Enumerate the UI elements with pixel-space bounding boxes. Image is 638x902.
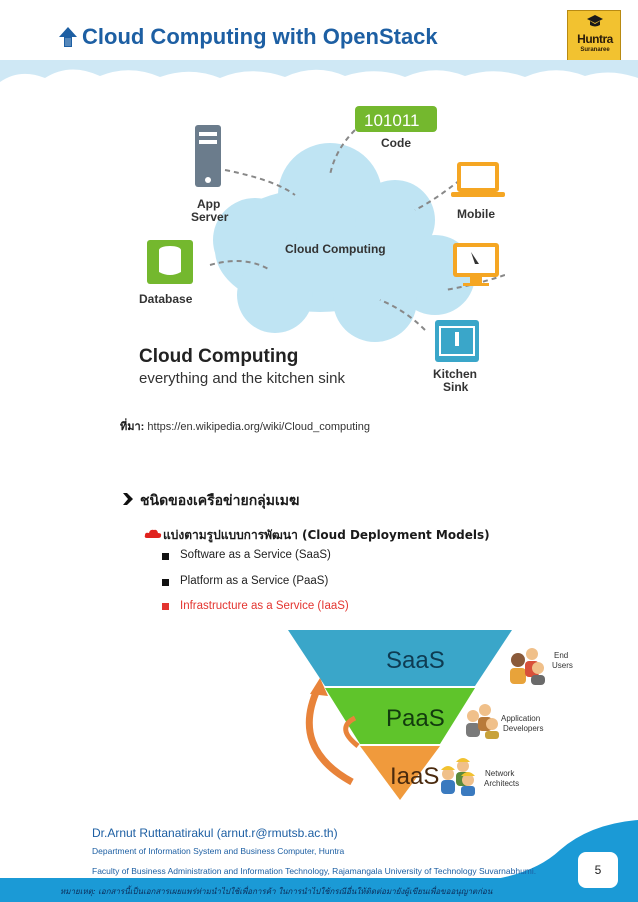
service-model-pyramid: SaaS PaaS IaaS End Users Application Dev… [288, 630, 573, 800]
logo-wordmark: Huntra [577, 32, 613, 46]
footer-author: Dr.Arnut Ruttanatirakul (arnut.r@rmutsb.… [92, 826, 338, 840]
cloud-up-arrow-icon [59, 27, 77, 47]
database-connector [209, 260, 271, 271]
graduation-cap-icon [587, 15, 603, 27]
diagram-caption-subtitle: everything and the kitchen sink [139, 370, 345, 387]
bullet-square [162, 579, 169, 586]
growth-arrow-outer [305, 686, 354, 786]
mobile-label: Mobile [457, 207, 495, 221]
red-cloud-bullet-icon [144, 529, 162, 538]
list-item-paas: Platform as a Service (PaaS) [180, 575, 329, 587]
developers-label-1: Application [501, 714, 540, 723]
list-item-iaas: Infrastructure as a Service (IaaS) [180, 600, 349, 612]
network-architects-label-1: Network [485, 769, 515, 778]
diagram-caption-title: Cloud Computing [139, 346, 298, 367]
cloud-computing-diagram: Cloud Computing App Server 101011 Code M… [139, 106, 505, 394]
paas-layer [325, 688, 475, 744]
logo-subtitle: Suranaree [580, 47, 610, 53]
footer-note: หมายเหตุ: เอกสารนี้เป็นเอกสารเผยแพร่ห่าม… [60, 887, 493, 896]
cloud-shape [213, 143, 475, 342]
paas-layer-label: PaaS [386, 705, 445, 732]
end-users-people-icon [510, 648, 545, 685]
list-item-saas: Software as a Service (SaaS) [180, 549, 331, 561]
app-server-label-2: Server [191, 210, 229, 224]
footer-faculty: Faculty of Business Administration and I… [92, 866, 537, 876]
app-server-label-1: App [197, 197, 220, 211]
page-title: Cloud Computing with OpenStack [82, 24, 438, 49]
code-connector [329, 129, 356, 176]
footer-department: Department of Information System and Bus… [92, 846, 345, 856]
section-heading: ชนิดของเครือข่ายกลุ่มเมฆ [140, 493, 300, 509]
huntra-logo: Huntra Suranaree [567, 10, 621, 62]
cloud-band-decoration [0, 60, 638, 98]
developers-people-icon [466, 704, 499, 739]
end-users-label-1: End [554, 651, 568, 660]
kitchen-label-2: Sink [443, 380, 469, 394]
code-badge-text: 101011 [364, 111, 419, 130]
saas-layer-label: SaaS [386, 647, 445, 674]
code-badge: 101011 [355, 106, 437, 132]
arrow-right-bullet-icon [123, 493, 133, 505]
kitchen-connector [379, 299, 426, 331]
iaas-layer [360, 746, 440, 800]
developers-label-2: Developers [503, 724, 543, 733]
source-url[interactable]: https://en.wikipedia.org/wiki/Cloud_comp… [147, 421, 370, 433]
network-architects-label-2: Architects [484, 779, 519, 788]
code-label: Code [381, 136, 411, 150]
page-number-badge: 5 [578, 852, 618, 888]
deployment-models-subheading: แบ่งตามรูปแบบการพัฒนา (Cloud Deployment … [163, 528, 490, 542]
saas-layer [288, 630, 512, 686]
mobile-connector [414, 179, 461, 211]
cloud-center-label: Cloud Computing [285, 242, 386, 256]
bullet-square [162, 553, 169, 560]
end-users-label-2: Users [552, 661, 573, 670]
database-label: Database [139, 292, 193, 306]
kitchen-label-1: Kitchen [433, 367, 477, 381]
database-icon [147, 240, 193, 284]
mobile-laptop-icon [451, 162, 505, 197]
pc-monitor-icon [453, 243, 499, 286]
source-line: ที่มา: https://en.wikipedia.org/wiki/Clo… [120, 417, 370, 435]
source-label: ที่มา: [120, 421, 145, 433]
bullet-square [162, 603, 169, 610]
kitchen-sink-icon [435, 320, 479, 362]
page-number: 5 [594, 863, 602, 877]
network-architects-people-icon [441, 758, 475, 796]
app-server-icon [195, 125, 221, 187]
iaas-layer-label: IaaS [390, 763, 439, 790]
arrow-head-icon [310, 678, 328, 696]
growth-arrow-inner [343, 715, 360, 748]
footer-band [0, 878, 638, 902]
